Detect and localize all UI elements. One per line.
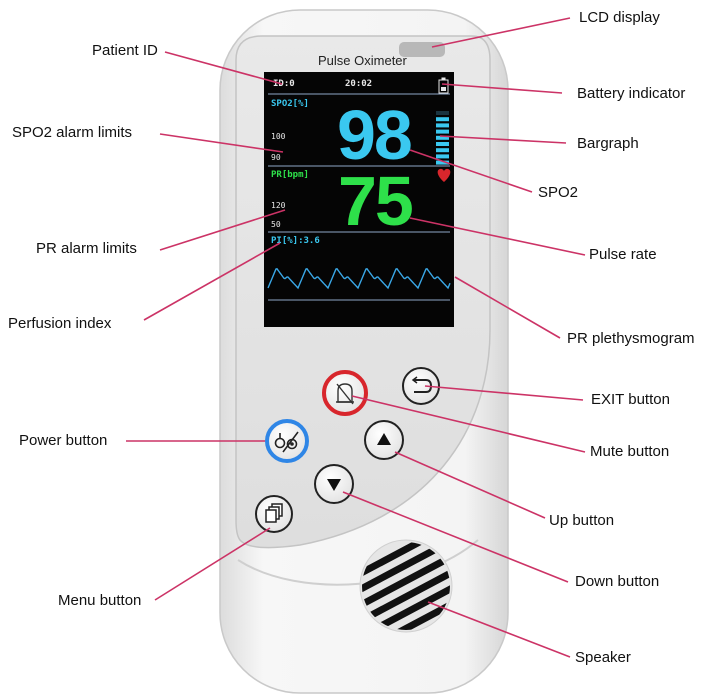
pr-value: 75 xyxy=(338,162,414,240)
callout-spo2-alarm-limits: SPO2 alarm limits xyxy=(12,124,133,141)
callout-up-button: Up button xyxy=(549,512,615,529)
leader-perfusion-index xyxy=(143,242,281,321)
callout-lcd-display: LCD display xyxy=(579,9,660,26)
power-icon xyxy=(274,431,299,453)
heart-icon xyxy=(437,168,451,182)
leader-menu-button xyxy=(154,527,271,601)
patient-id-value: ID:0 xyxy=(273,79,295,89)
bargraph-segment xyxy=(436,142,449,146)
callout-battery-indicator: Battery indicator xyxy=(577,85,686,102)
down-button[interactable] xyxy=(314,464,354,504)
bargraph-segment xyxy=(436,129,449,134)
perfusion-index-value: PI[%]:3.6 xyxy=(271,236,320,246)
bargraph-segment xyxy=(436,148,449,153)
battery-icon xyxy=(438,77,449,94)
leader-spo2-alarm-limits xyxy=(159,133,284,153)
leader-exit-button xyxy=(424,385,584,401)
leader-pulse-rate xyxy=(409,217,586,256)
spo2-label: SPO2[%] xyxy=(271,99,309,109)
leader-up-button xyxy=(394,451,546,519)
callout-menu-button: Menu button xyxy=(58,592,142,609)
callout-pr-alarm-limits: PR alarm limits xyxy=(36,240,137,257)
bell-slash-icon xyxy=(336,383,354,405)
pr-limit-low: 50 xyxy=(271,220,281,229)
stacked-windows-icon xyxy=(265,503,283,523)
callout-speaker: Speaker xyxy=(575,649,631,666)
bargraph-segment xyxy=(436,117,449,122)
power-button[interactable] xyxy=(265,419,309,463)
callout-bargraph: Bargraph xyxy=(577,135,639,152)
mute-button[interactable] xyxy=(322,370,368,416)
triangle-up-icon xyxy=(377,433,391,445)
callout-power-button: Power button xyxy=(19,432,108,449)
bargraph-segment xyxy=(436,135,449,140)
leader-pr-plethysmogram xyxy=(454,276,561,339)
time-value: 20:02 xyxy=(345,79,373,89)
callout-mute-button: Mute button xyxy=(590,443,670,460)
bargraph-segment xyxy=(436,111,449,115)
leader-mute-button xyxy=(351,395,586,453)
callout-patient-id: Patient ID xyxy=(92,42,158,59)
device-side-curve xyxy=(237,539,479,586)
up-button[interactable] xyxy=(364,420,404,460)
leader-lcd-display xyxy=(431,17,571,48)
plethysmogram-waveform xyxy=(267,268,451,290)
pr-label: PR[bpm] xyxy=(271,170,309,180)
bargraph xyxy=(436,111,449,165)
leader-pr-alarm-limits xyxy=(159,209,286,251)
leader-down-button xyxy=(342,491,569,583)
device-title: Pulse Oximeter xyxy=(318,53,407,68)
leader-bargraph xyxy=(439,135,567,144)
bargraph-segment xyxy=(436,154,449,159)
light-sensor xyxy=(399,42,445,57)
leader-speaker xyxy=(427,601,571,658)
callout-exit-button: EXIT button xyxy=(591,391,670,408)
spo2-limit-low: 90 xyxy=(271,153,281,162)
menu-button[interactable] xyxy=(255,495,293,533)
leader-spo2 xyxy=(409,149,533,193)
leader-battery-indicator xyxy=(441,83,563,94)
callout-spo2: SPO2 xyxy=(538,184,579,201)
bargraph-segment xyxy=(436,123,449,128)
callout-pr-plethysmogram: PR plethysmogram xyxy=(567,330,695,347)
pr-limit-high: 120 xyxy=(271,201,286,210)
callout-pulse-rate: Pulse rate xyxy=(589,246,657,263)
bargraph-segment xyxy=(436,160,449,165)
callout-perfusion-index: Perfusion index xyxy=(8,315,112,332)
spo2-limit-high: 100 xyxy=(271,132,286,141)
callout-down-button: Down button xyxy=(575,573,660,590)
spo2-value: 98 xyxy=(337,96,413,174)
triangle-down-icon xyxy=(327,479,341,491)
leader-patient-id xyxy=(164,51,283,85)
